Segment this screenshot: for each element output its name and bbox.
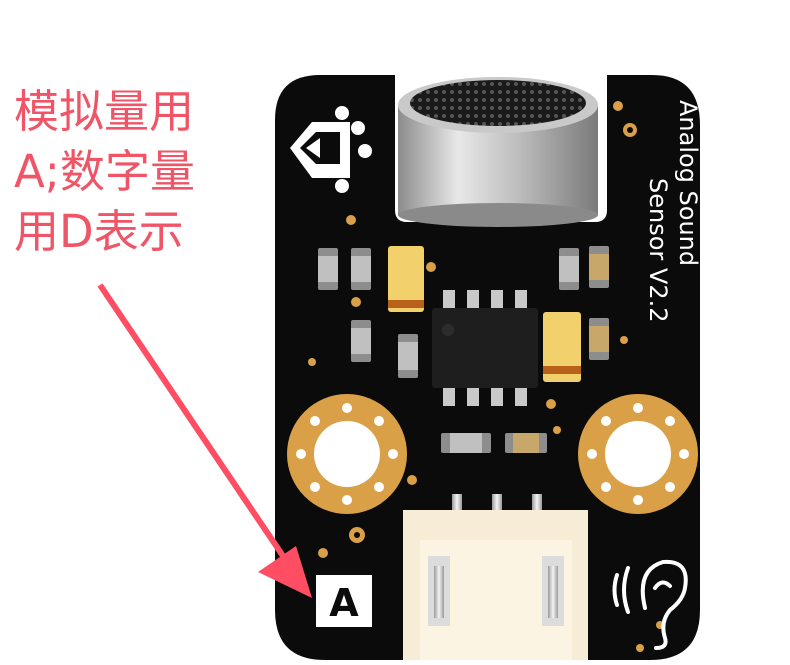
ear-sound-icon bbox=[612, 559, 688, 650]
three-pin-connector bbox=[403, 494, 588, 660]
tantalum-capacitors bbox=[388, 246, 581, 382]
annotation-line-1: 模拟量用 bbox=[14, 85, 195, 138]
pin-label-text: A bbox=[329, 581, 359, 625]
dfrobot-logo-icon bbox=[290, 106, 372, 193]
microphone-capsule bbox=[398, 77, 598, 227]
ic-chip bbox=[432, 290, 538, 406]
silkscreen-title: Analog Sound Sensor V2.2 bbox=[644, 100, 702, 322]
silkscreen-name-line1: Analog Sound bbox=[674, 100, 702, 266]
annotation-line-2: A;数字量 bbox=[14, 145, 195, 198]
vias bbox=[308, 101, 664, 652]
pin-label: A bbox=[316, 575, 372, 627]
mounting-hole-left bbox=[287, 394, 407, 514]
annotation-arrow bbox=[97, 283, 312, 598]
silkscreen-name-line2: Sensor V2.2 bbox=[644, 178, 672, 322]
mounting-hole-right bbox=[578, 394, 698, 514]
annotation-text: 模拟量用 A;数字量 用D表示 bbox=[14, 82, 254, 262]
annotation-line-3: 用D表示 bbox=[14, 205, 184, 258]
